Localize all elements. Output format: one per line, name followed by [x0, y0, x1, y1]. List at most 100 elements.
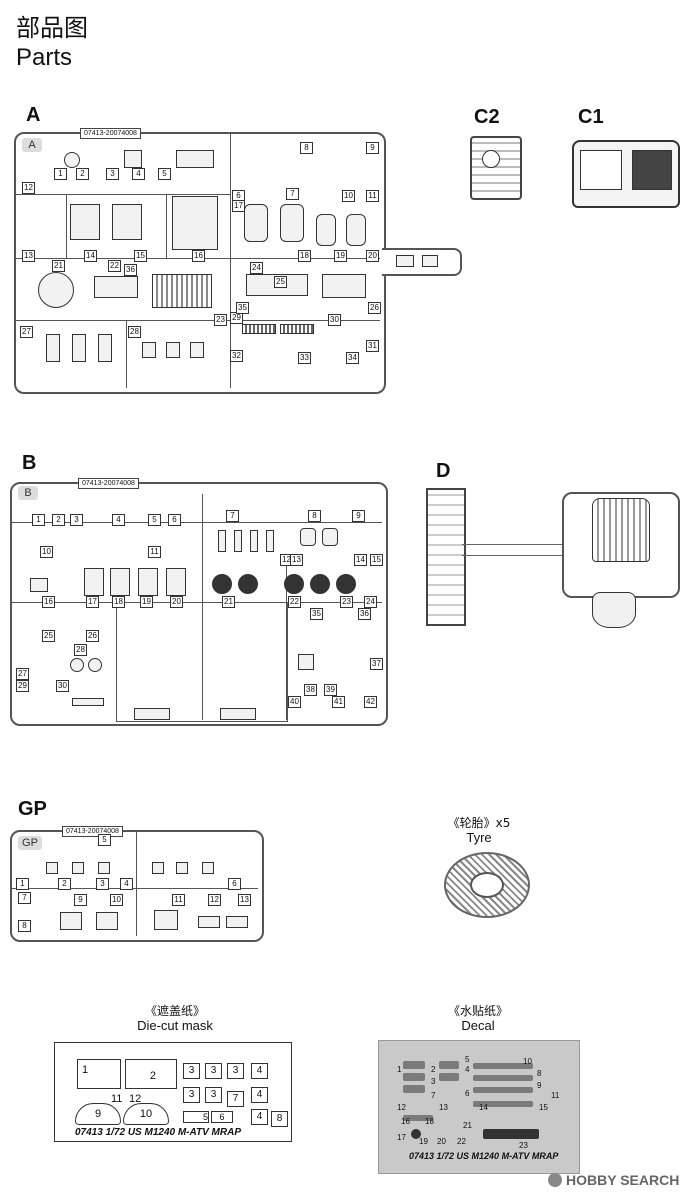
sprue-b-part: [166, 568, 186, 596]
sprue-d-label: D: [436, 460, 451, 482]
sprue-b-label: B: [22, 452, 37, 474]
part-number-tag: 36: [124, 264, 137, 276]
part-number-tag: 7: [286, 188, 299, 200]
tyre-drawing: [444, 852, 530, 918]
sprue-gp-part: [202, 862, 214, 874]
part-number-tag: 22: [108, 260, 121, 272]
part-number-tag: 27: [16, 668, 29, 680]
hobby-search-logo-icon: [548, 1173, 562, 1187]
part-number-tag: 35: [310, 608, 323, 620]
sprue-d-frame: [562, 492, 680, 598]
part-number-tag: 31: [366, 340, 379, 352]
decal-number: 18: [425, 1117, 434, 1126]
sprue-b-wheel: [238, 574, 258, 594]
part-number-tag: 4: [132, 168, 145, 180]
sprue-b-wheel: [284, 574, 304, 594]
decal-number: 20: [437, 1137, 446, 1146]
decal-item: [403, 1085, 425, 1093]
sprue-b-part: [250, 530, 258, 552]
sprue-b-part: [218, 530, 226, 552]
part-number-tag: 3: [70, 514, 83, 526]
part-number-tag: 11: [148, 546, 161, 558]
part-number-tag: 2: [76, 168, 89, 180]
part-number-tag: 21: [52, 260, 65, 272]
part-number-tag: 18: [112, 596, 125, 608]
mask-piece: 4: [251, 1063, 268, 1079]
part-number-tag: 34: [346, 352, 359, 364]
sprue-gp-part: [226, 916, 248, 928]
mask-piece: 11: [111, 1093, 123, 1105]
decal-number: 11: [551, 1091, 560, 1100]
sprue-gp-label: GP: [18, 798, 47, 820]
mask-label-en: Die-cut mask: [137, 1018, 213, 1033]
part-c1-label: C1: [578, 106, 604, 128]
part-number-tag: 1: [32, 514, 45, 526]
sprue-a-part: [38, 272, 74, 308]
decal-item: [483, 1129, 539, 1139]
sprue-a-part: [152, 274, 212, 308]
part-number-tag: 8: [308, 510, 321, 522]
decal-number: 9: [537, 1081, 542, 1090]
part-number-tag: 2: [58, 878, 71, 890]
part-number-tag: 13: [238, 894, 251, 906]
decal-number: 8: [537, 1069, 542, 1078]
sprue-gp-code: 07413-20074008: [62, 826, 123, 837]
mask-piece: 3: [205, 1063, 222, 1079]
part-number-tag: 35: [236, 302, 249, 314]
sprue-a-part: [316, 214, 336, 246]
tyre-hub: [470, 872, 504, 898]
part-number-tag: 19: [140, 596, 153, 608]
mask-piece: 6: [211, 1111, 233, 1123]
sprue-gp-part: [96, 912, 118, 930]
part-number-tag: 6: [228, 878, 241, 890]
part-c1-window: [632, 150, 672, 190]
decal-number: 15: [539, 1103, 548, 1112]
sprue-b-part: [234, 530, 242, 552]
part-number-tag: 16: [192, 250, 205, 262]
sprue-a-part: [166, 342, 180, 358]
part-number-tag: 4: [112, 514, 125, 526]
sprue-a-part: [280, 204, 304, 242]
decal-footer: 07413 1/72 US M1240 M-ATV MRAP: [409, 1151, 559, 1161]
part-number-tag: 5: [148, 514, 161, 526]
part-number-tag: 12: [208, 894, 221, 906]
mask-piece: 1: [77, 1059, 121, 1089]
sprue-a-part: [322, 274, 366, 298]
part-number-tag: 16: [42, 596, 55, 608]
sprue-a-part: [172, 196, 218, 250]
sprue-d-chassis: [426, 488, 466, 626]
mask-piece: 2: [125, 1059, 177, 1089]
sprue-a-part: [422, 255, 438, 267]
part-number-tag: 42: [364, 696, 377, 708]
mask-piece: 12: [129, 1093, 142, 1105]
decal-number: 19: [419, 1137, 428, 1146]
sprue-b-part: [30, 578, 48, 592]
decal-number: 4: [465, 1065, 470, 1074]
part-number-tag: 33: [298, 352, 311, 364]
sprue-d-runner: [462, 544, 563, 556]
part-number-tag: 9: [74, 894, 87, 906]
part-c2-drawing: [470, 136, 522, 200]
sprue-a-part: [98, 334, 112, 362]
part-number-tag: 6: [168, 514, 181, 526]
sprue-b-part: [110, 568, 130, 596]
sprue-b-part: [134, 708, 170, 720]
part-number-tag: 19: [334, 250, 347, 262]
part-number-tag: 8: [300, 142, 313, 154]
mask-piece: 3: [205, 1087, 222, 1103]
decal-item: [473, 1075, 533, 1081]
part-number-tag: 11: [366, 190, 379, 202]
part-number-tag: 10: [342, 190, 355, 202]
part-number-tag: 25: [42, 630, 55, 642]
sprue-b-frame: 07413-20074008 B 1 2 3 4 5 6 7 8 9 10 11…: [10, 478, 388, 726]
sprue-a-part: [190, 342, 204, 358]
part-number-tag: 2: [52, 514, 65, 526]
sprue-a-code: 07413-20074008: [80, 128, 141, 139]
sprue-gp-part: [198, 916, 220, 928]
part-number-tag: 17: [232, 200, 245, 212]
decal-item: [473, 1101, 533, 1107]
part-number-tag: 7: [18, 892, 31, 904]
part-number-tag: 29: [230, 312, 243, 324]
part-number-tag: 26: [368, 302, 381, 314]
part-number-tag: 17: [86, 596, 99, 608]
